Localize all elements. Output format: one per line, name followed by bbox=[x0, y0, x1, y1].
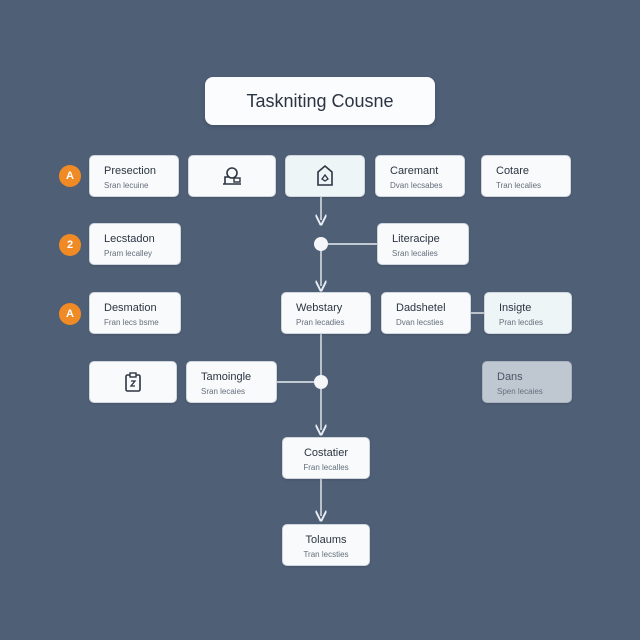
node-title: Dans bbox=[497, 371, 523, 383]
node-subtitle: Sran lecalies bbox=[392, 249, 438, 258]
node-subtitle: Pran lecdies bbox=[499, 318, 544, 327]
node-title: Desmation bbox=[104, 302, 157, 314]
diagram-title: Taskniting Cousne bbox=[205, 77, 435, 125]
node-dans[interactable]: Dans Spen lecaies bbox=[482, 361, 572, 403]
node-subtitle: Dvan lecsties bbox=[396, 318, 444, 327]
node-subtitle: Pran lecadies bbox=[296, 318, 345, 327]
node-document-icon[interactable] bbox=[285, 155, 365, 197]
node-insigte[interactable]: Insigte Pran lecdies bbox=[484, 292, 572, 334]
node-title: Tolaums bbox=[305, 534, 347, 546]
node-subtitle: Sran lecaies bbox=[201, 387, 246, 396]
node-desmation[interactable]: Desmation Fran lecs bsme bbox=[89, 292, 181, 334]
node-caremant[interactable]: Caremant Dvan lecsabes bbox=[375, 155, 465, 197]
node-title: Lecstadon bbox=[104, 233, 155, 245]
node-webstary[interactable]: Webstary Pran lecadies bbox=[281, 292, 371, 334]
node-title: Cotare bbox=[496, 165, 530, 177]
node-title: Literacipe bbox=[392, 233, 440, 245]
node-tamoingle[interactable]: Tamoingle Sran lecaies bbox=[186, 361, 277, 403]
node-title: Tamoingle bbox=[201, 371, 252, 383]
junction-dot bbox=[314, 237, 328, 251]
person-desk-icon bbox=[223, 167, 241, 185]
junction-dot bbox=[314, 375, 328, 389]
node-subtitle: Dvan lecsabes bbox=[390, 181, 443, 190]
node-subtitle: Sran lecuine bbox=[104, 181, 149, 190]
node-literacipe[interactable]: Literacipe Sran lecalies bbox=[377, 223, 469, 265]
node-title: Dadshetel bbox=[396, 302, 446, 314]
node-title: Presection bbox=[104, 165, 156, 177]
node-tolaums[interactable]: Tolaums Tran lecsties bbox=[282, 524, 370, 566]
node-subtitle: Pram lecalley bbox=[104, 249, 153, 258]
node-costatier[interactable]: Costatier Fran lecalles bbox=[282, 437, 370, 479]
step-badge-2: 2 bbox=[59, 234, 81, 256]
step-badge-1: A bbox=[59, 165, 81, 187]
clipboard-icon bbox=[125, 372, 141, 392]
node-lecstadon[interactable]: Lecstadon Pram lecalley bbox=[89, 223, 181, 265]
node-title: Caremant bbox=[390, 165, 439, 177]
node-clipboard-icon[interactable] bbox=[89, 361, 177, 403]
node-subtitle: Fran lecalles bbox=[303, 463, 349, 472]
node-subtitle: Spen lecaies bbox=[497, 387, 543, 396]
node-presection[interactable]: Presection Sran lecuine bbox=[89, 155, 179, 197]
node-title: Costatier bbox=[303, 447, 349, 459]
node-title: Insigte bbox=[499, 302, 532, 314]
node-title: Webstary bbox=[296, 302, 343, 314]
node-person-icon[interactable] bbox=[188, 155, 276, 197]
node-subtitle: Fran lecs bsme bbox=[104, 318, 159, 327]
document-tag-icon bbox=[317, 164, 333, 186]
step-badge-3: A bbox=[59, 303, 81, 325]
node-subtitle: Tran lecsties bbox=[303, 550, 349, 559]
node-dadshetel[interactable]: Dadshetel Dvan lecsties bbox=[381, 292, 471, 334]
node-cotare[interactable]: Cotare Tran lecalies bbox=[481, 155, 571, 197]
node-subtitle: Tran lecalies bbox=[496, 181, 542, 190]
